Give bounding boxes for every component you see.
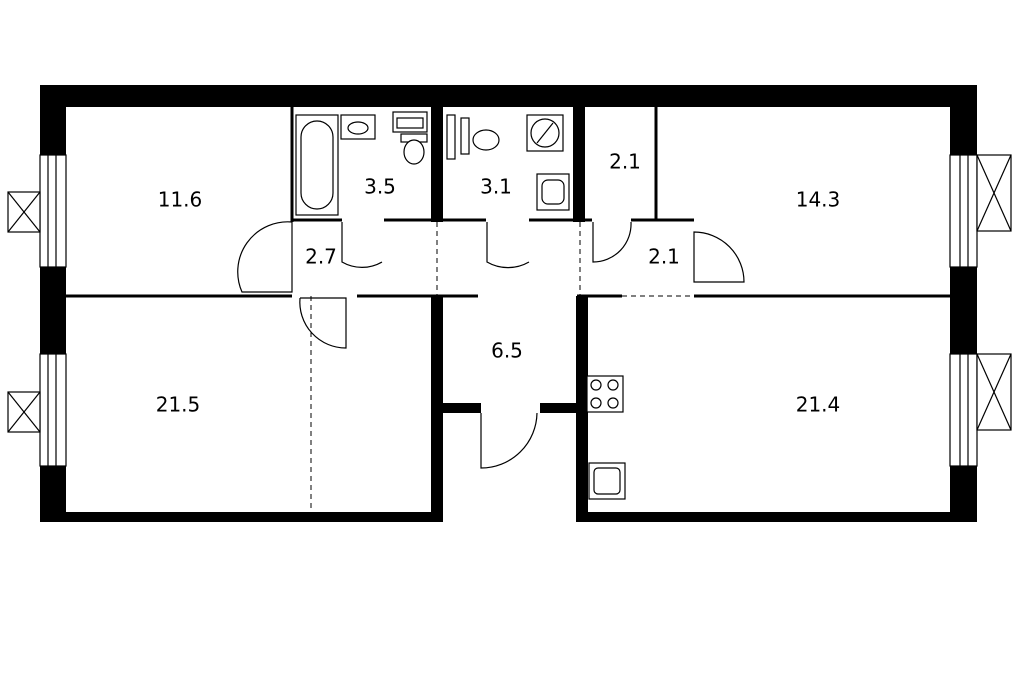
area-label-bathroom: 3.5 (364, 175, 396, 199)
washing-machine-icon (392, 111, 428, 133)
area-label-living-left: 11.6 (158, 188, 203, 212)
kitchen-sink-icon (588, 462, 626, 500)
area-label-toilet: 3.1 (480, 175, 512, 199)
doors (237, 221, 745, 469)
area-label-room-bottom-left: 21.5 (156, 393, 201, 417)
sink-icon (340, 114, 376, 140)
area-label-kitchen-living: 21.4 (796, 393, 841, 417)
window-left-bottom (39, 353, 67, 467)
window-left-top (39, 154, 67, 268)
area-label-corridor: 6.5 (491, 339, 523, 363)
area-label-bedroom-right: 14.3 (796, 188, 841, 212)
area-label-hall-right: 2.1 (648, 245, 680, 269)
interior-walls (66, 107, 950, 522)
window-right-bottom (949, 353, 978, 467)
toilet-icon (446, 114, 500, 160)
balcony-window-icon (7, 154, 1012, 433)
sink-icon (536, 173, 570, 211)
window-right-top (949, 154, 978, 268)
toilet-icon (400, 133, 428, 165)
area-label-hall-left: 2.7 (305, 245, 337, 269)
stove-icon (586, 375, 624, 413)
area-label-storage: 2.1 (609, 150, 641, 174)
bathtub-icon (295, 114, 339, 216)
boiler-icon (526, 114, 564, 152)
exterior-walls (40, 85, 977, 522)
